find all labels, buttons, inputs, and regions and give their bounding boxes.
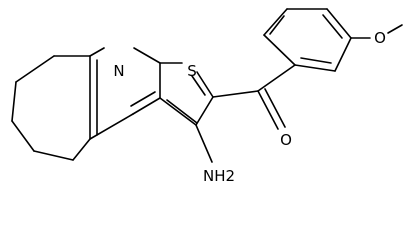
- bond: [257, 64, 296, 92]
- bond: [326, 8, 352, 39]
- bond: [269, 15, 285, 35]
- bond: [263, 34, 296, 66]
- bond: [322, 14, 343, 39]
- amino-label: NH2: [203, 167, 235, 185]
- bond: [257, 90, 279, 130]
- bond: [264, 88, 286, 128]
- bond: [133, 47, 161, 64]
- bond: [11, 81, 17, 122]
- bond: [89, 47, 105, 57]
- bond: [132, 97, 161, 115]
- methoxy-oxygen-label: O: [374, 29, 386, 47]
- bond: [263, 8, 288, 36]
- bond: [195, 96, 214, 126]
- bond: [212, 90, 259, 98]
- bond: [196, 71, 214, 98]
- bond: [130, 91, 156, 107]
- bond: [89, 113, 134, 140]
- bond: [166, 99, 198, 124]
- sulfur-label: S: [187, 62, 197, 80]
- chemical-structure: N S O O NH2: [11, 8, 403, 185]
- bond: [334, 37, 352, 72]
- bond: [72, 138, 91, 161]
- bond: [387, 24, 403, 34]
- bond: [191, 75, 206, 96]
- atom-labels: N S O O NH2: [113, 29, 386, 185]
- bonds: [11, 8, 403, 163]
- bond: [159, 97, 197, 126]
- bond: [300, 57, 332, 64]
- nitrogen-label: N: [113, 62, 124, 80]
- bond: [294, 64, 336, 72]
- bond: [15, 55, 55, 83]
- carbonyl-oxygen-label: O: [280, 131, 292, 149]
- bond: [11, 120, 35, 152]
- bond: [33, 150, 74, 161]
- bond: [195, 124, 213, 163]
